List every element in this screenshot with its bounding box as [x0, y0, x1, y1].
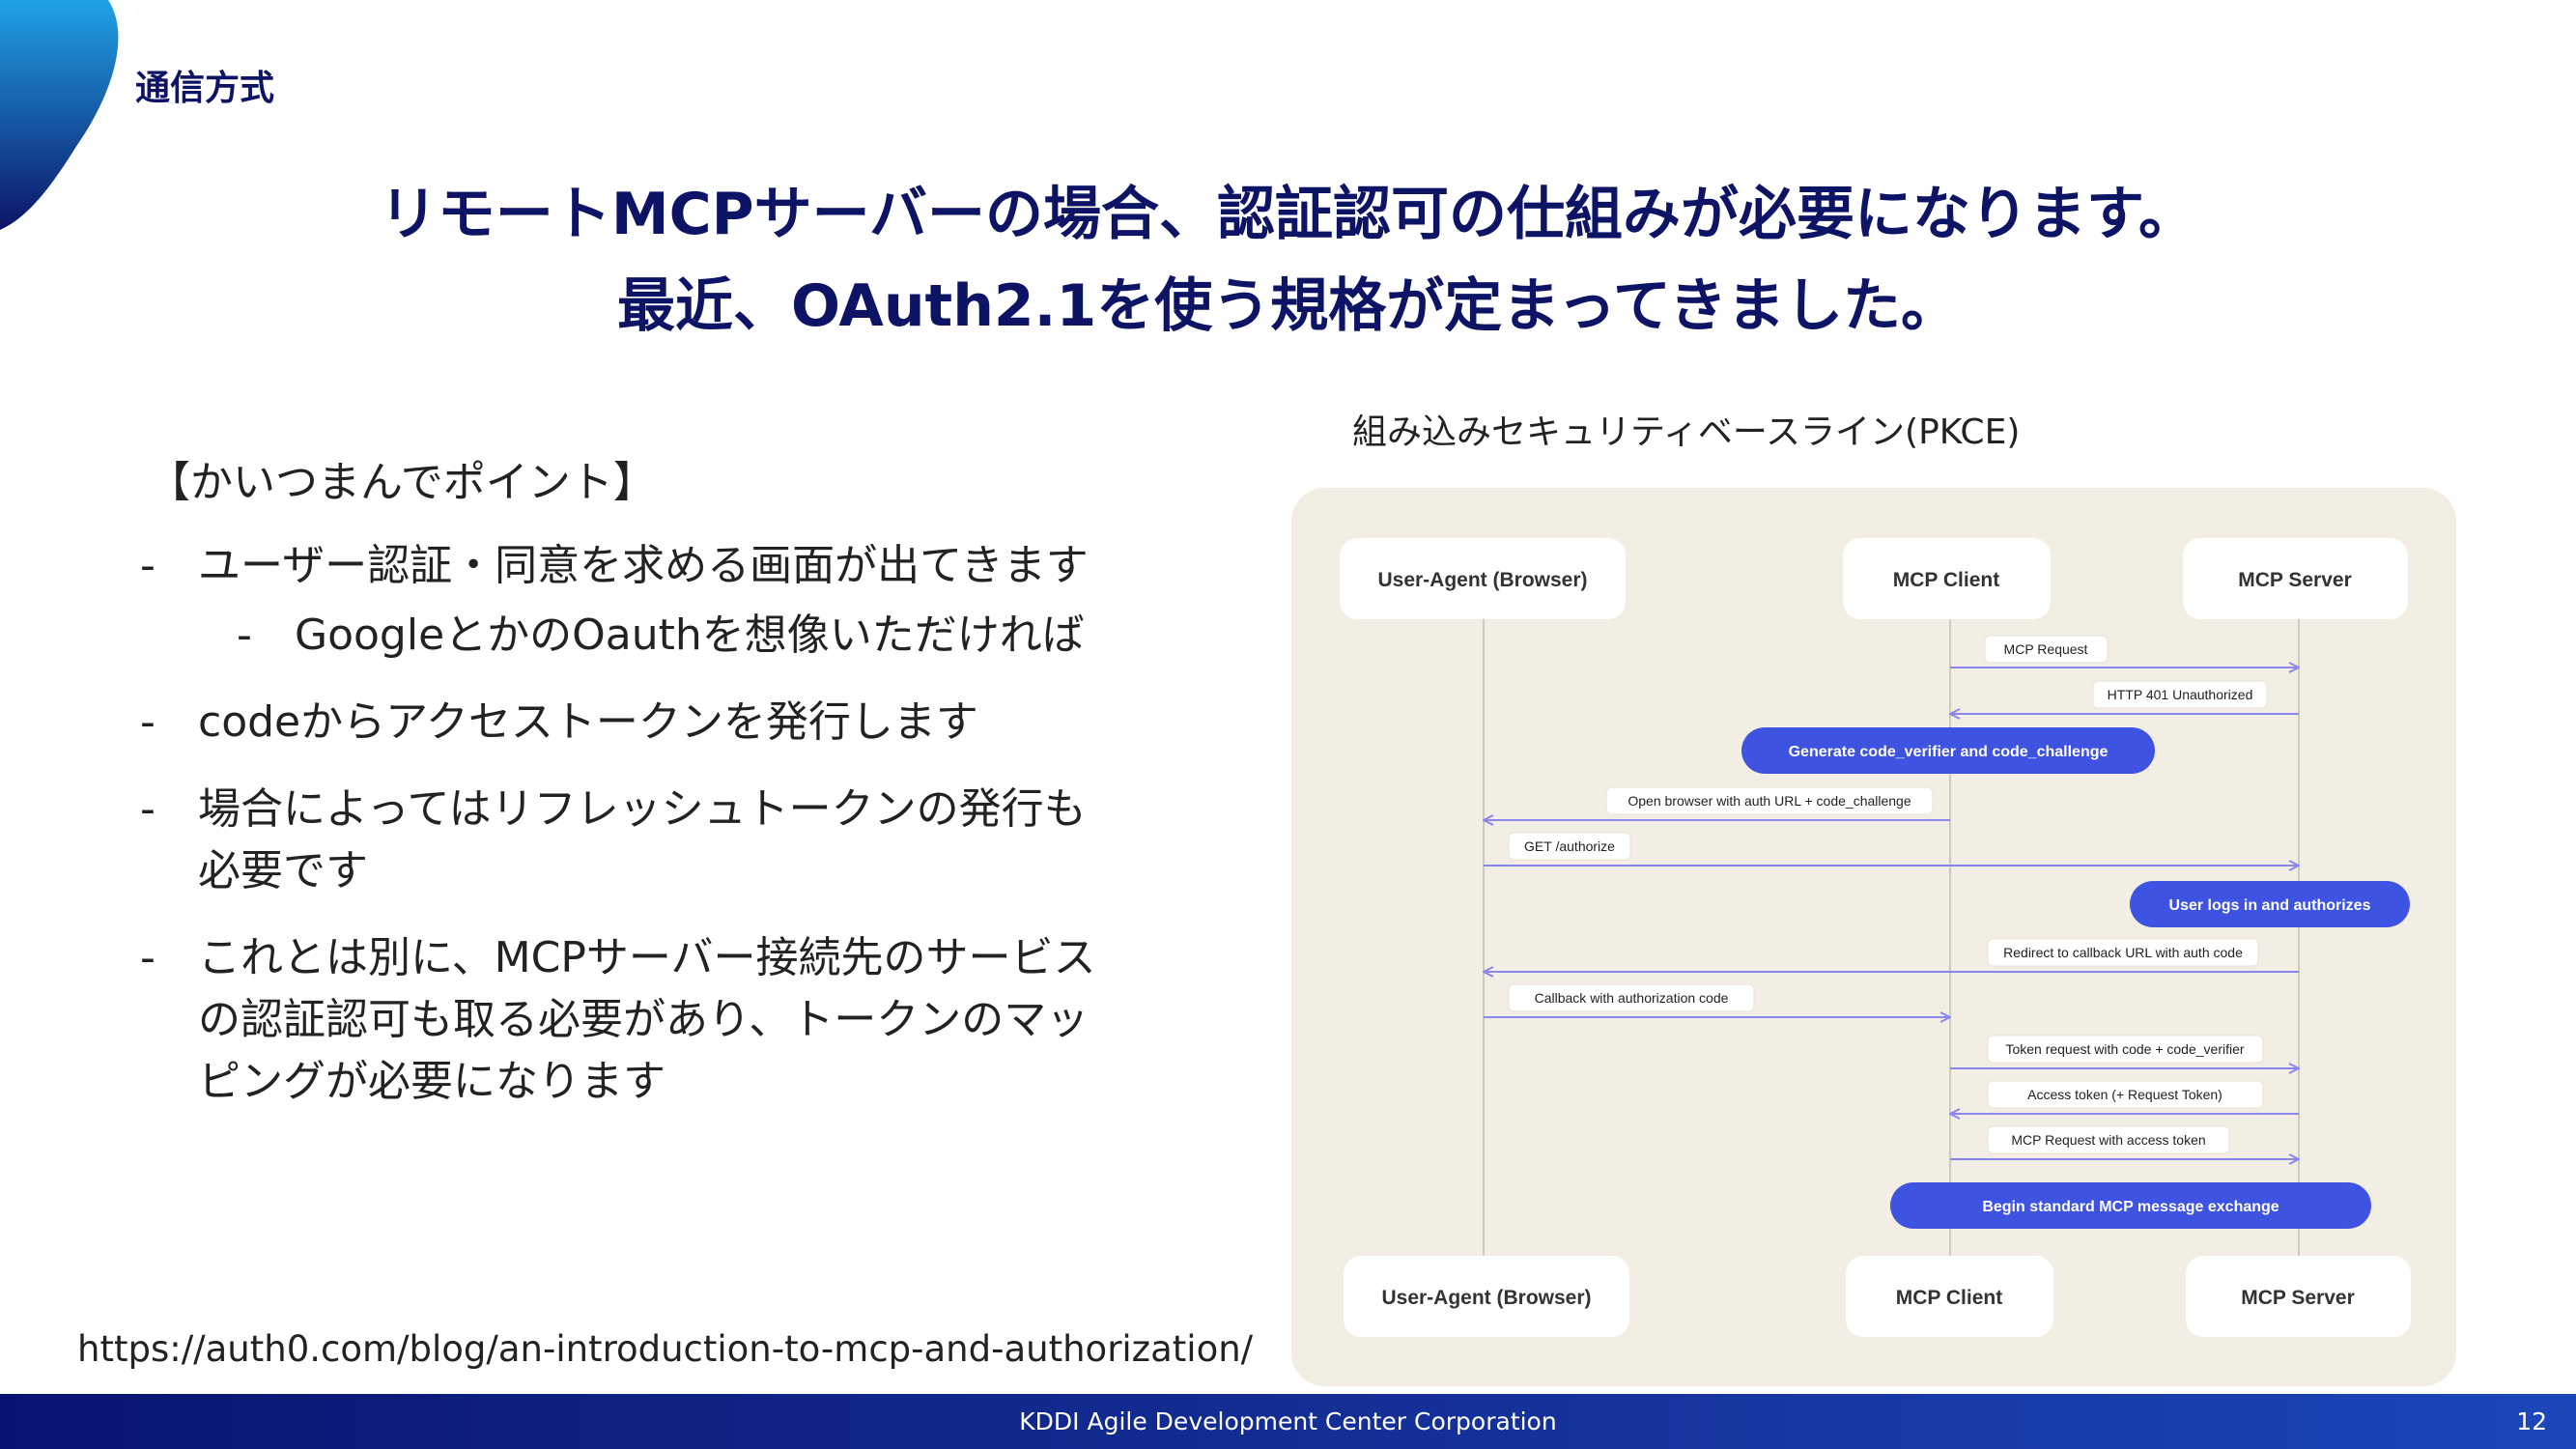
participant-server-top: MCP Server — [2183, 538, 2408, 619]
participant-label: User-Agent (Browser) — [1381, 1287, 1591, 1309]
participant-label: User-Agent (Browser) — [1377, 569, 1587, 591]
bullet-text: ユーザー認証・同意を求める画面が出てきます — [198, 541, 1089, 590]
message-label: Token request with code + code_verifier — [2005, 1041, 2244, 1057]
note-generate-verifier: Generate code_verifier and code_challeng… — [1741, 727, 2155, 774]
section-label: 通信方式 — [135, 69, 275, 108]
participant-label: MCP Server — [2241, 1287, 2355, 1309]
footer: KDDI Agile Development Center Corporatio… — [0, 1394, 2576, 1449]
diagram-caption: 組み込みセキュリティベースライン(PKCE) — [1352, 412, 2021, 452]
headline-line-1: リモートMCPサーバーの場合、認証認可の仕組みが必要になります。 — [379, 181, 2197, 248]
diagram-panel: User-Agent (Browser) MCP Client MCP Serv… — [1291, 488, 2456, 1386]
bullet-subitem: - GoogleとかのOauthを想像いただければ — [237, 605, 1145, 667]
headline: リモートMCPサーバーの場合、認証認可の仕組みが必要になります。 最近、OAut… — [0, 169, 2576, 353]
message-mcp-request: MCP Request — [1950, 635, 2299, 668]
bullet-text: GoogleとかのOauthを想像いただければ — [295, 611, 1085, 660]
participant-label: MCP Client — [1893, 569, 1999, 591]
note-label: Begin standard MCP message exchange — [1982, 1199, 2279, 1215]
message-label: MCP Request — [2004, 641, 2088, 657]
message-access-token: Access token (+ Request Token) — [1950, 1080, 2299, 1114]
participant-client-top: MCP Client — [1843, 538, 2051, 619]
message-label: GET /authorize — [1524, 838, 1615, 854]
footer-org: KDDI Agile Development Center Corporatio… — [1019, 1407, 1557, 1435]
page-number: 12 — [2516, 1407, 2547, 1435]
note-begin-exchange: Begin standard MCP message exchange — [1890, 1182, 2371, 1229]
bullet-item: - これとは別に、MCPサーバー接続先のサービス の認証認可も取る必要があり、ト… — [140, 927, 1145, 1113]
message-token-request: Token request with code + code_verifier — [1950, 1035, 2299, 1068]
corner-decoration — [0, 0, 119, 230]
message-label: Open browser with auth URL + code_challe… — [1628, 793, 1911, 809]
bullet-item: - 場合によってはリフレッシュトークンの発行も 必要です — [140, 779, 1145, 902]
bullet-dash: - — [140, 784, 156, 834]
participant-label: MCP Server — [2238, 569, 2352, 591]
note-user-logs-in: User logs in and authorizes — [2130, 881, 2410, 927]
bullet-dash: - — [140, 697, 156, 747]
headline-line-2: 最近、OAuth2.1を使う規格が定まってきました。 — [616, 272, 1960, 340]
key-points: 【かいつまんでポイント】 - ユーザー認証・同意を求める画面が出てきます - G… — [140, 452, 1145, 1138]
message-callback-code: Callback with authorization code — [1484, 983, 1950, 1017]
message-open-browser: Open browser with auth URL + code_challe… — [1484, 786, 1950, 820]
source-link[interactable]: https://auth0.com/blog/an-introduction-t… — [77, 1328, 1254, 1370]
participant-browser-top: User-Agent (Browser) — [1340, 538, 1626, 619]
message-mcp-request-token: MCP Request with access token — [1950, 1125, 2299, 1159]
bullet-item: - ユーザー認証・同意を求める画面が出てきます — [140, 535, 1145, 597]
key-points-heading: 【かいつまんでポイント】 — [148, 458, 656, 507]
bullet-dash: - — [237, 611, 252, 660]
bullet-text: の認証認可も取る必要があり、トークンのマッ — [198, 995, 1090, 1044]
participant-browser-bottom: User-Agent (Browser) — [1344, 1256, 1629, 1337]
note-label: Generate code_verifier and code_challeng… — [1789, 744, 2109, 760]
bullet-dash: - — [140, 933, 156, 982]
bullet-item: - codeからアクセストークンを発行します — [140, 692, 1145, 753]
message-label: Access token (+ Request Token) — [2027, 1087, 2222, 1102]
bullet-text: 必要です — [198, 846, 368, 895]
message-redirect-callback: Redirect to callback URL with auth code — [1484, 938, 2299, 972]
message-label: Callback with authorization code — [1535, 990, 1729, 1006]
participant-server-bottom: MCP Server — [2186, 1256, 2411, 1337]
message-label: HTTP 401 Unauthorized — [2108, 687, 2253, 702]
bullet-text: codeからアクセストークンを発行します — [198, 697, 978, 747]
message-label: MCP Request with access token — [2011, 1132, 2205, 1148]
bullet-text: 場合によってはリフレッシュトークンの発行も — [198, 784, 1087, 834]
participant-client-bottom: MCP Client — [1846, 1256, 2053, 1337]
bullet-text: これとは別に、MCPサーバー接続先のサービス — [198, 933, 1096, 982]
message-label: Redirect to callback URL with auth code — [2003, 945, 2243, 960]
bullet-dash: - — [140, 541, 156, 590]
message-get-authorize: GET /authorize — [1484, 832, 2299, 866]
bullet-text: ピングが必要になります — [198, 1057, 665, 1106]
message-http-401: HTTP 401 Unauthorized — [1950, 680, 2299, 714]
note-label: User logs in and authorizes — [2169, 897, 2371, 914]
participant-label: MCP Client — [1896, 1287, 2002, 1309]
sequence-diagram: User-Agent (Browser) MCP Client MCP Serv… — [1340, 538, 2411, 1337]
